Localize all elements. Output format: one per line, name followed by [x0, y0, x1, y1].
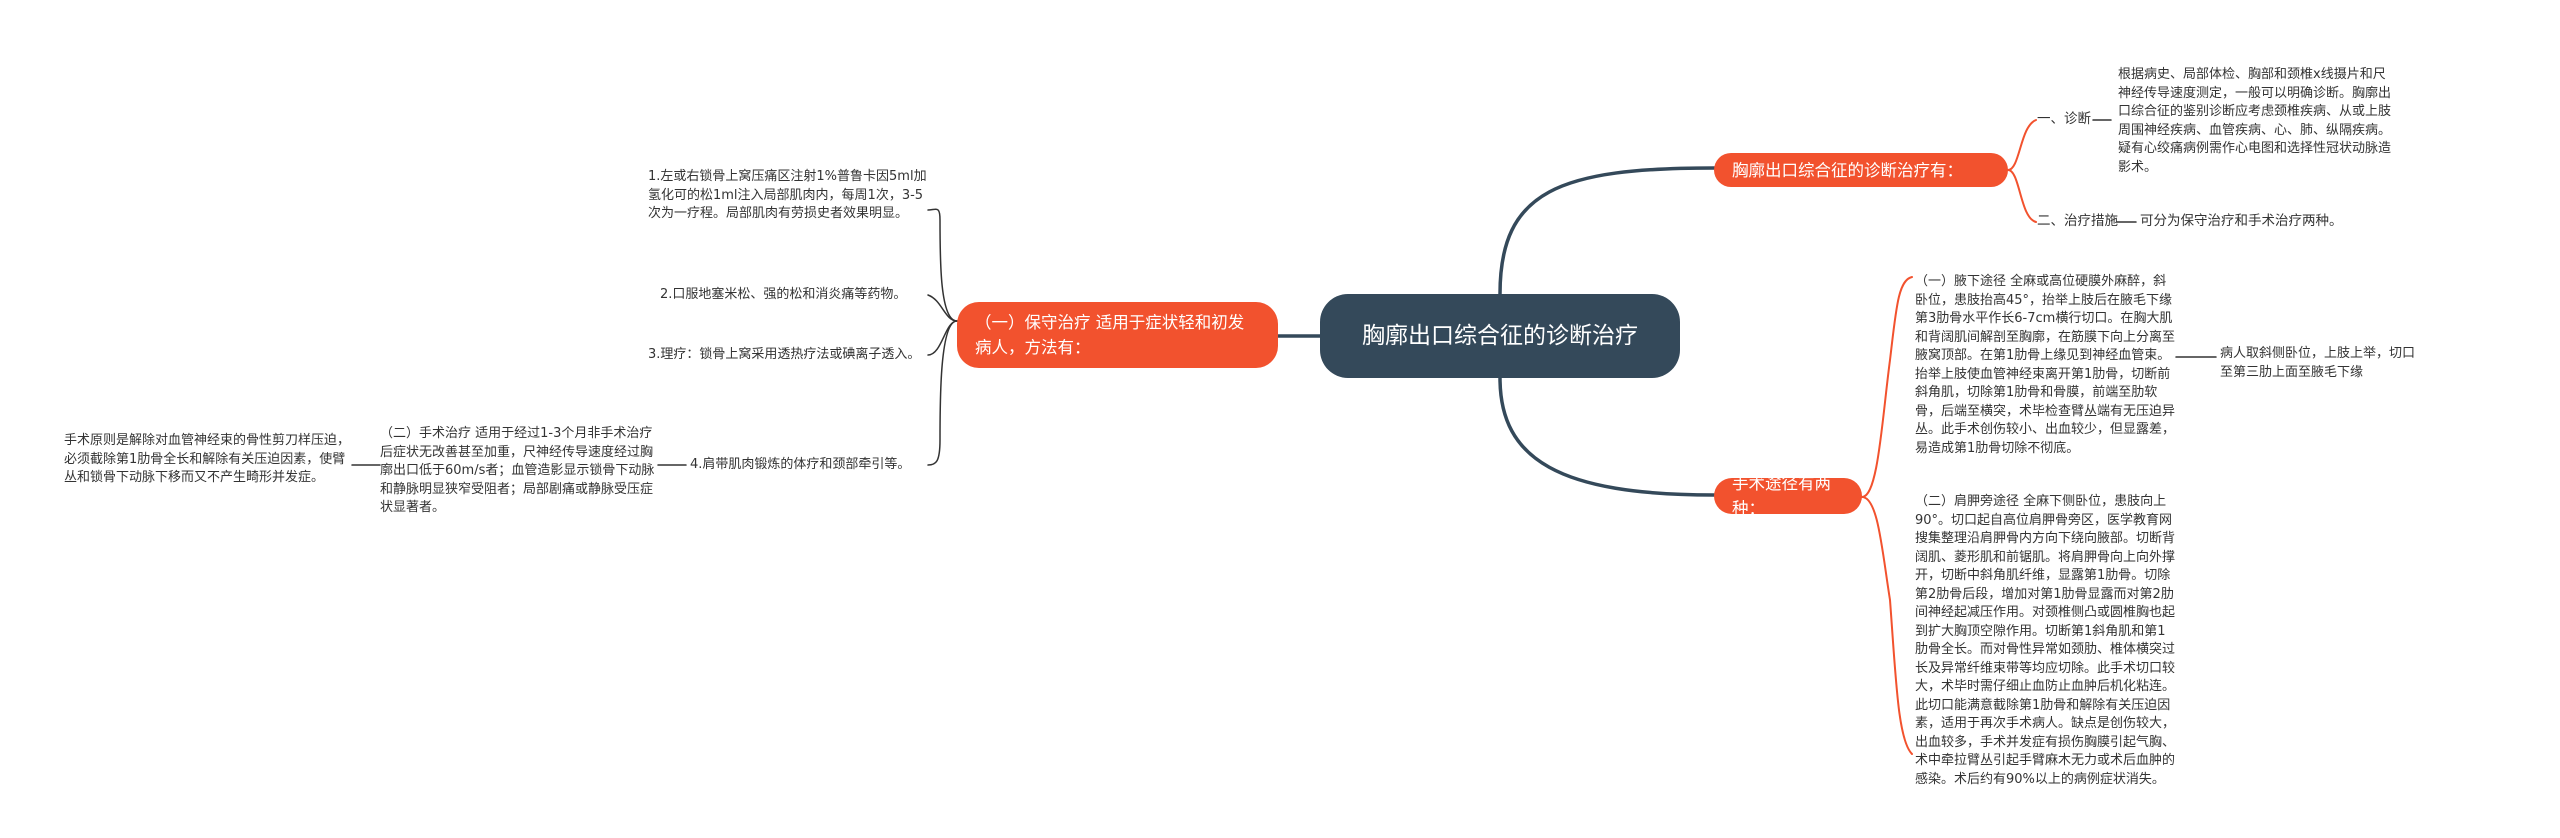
treatment-measures-label[interactable]: 二、治疗措施 — [2037, 213, 2118, 229]
treatment-measures-text: 可分为保守治疗和手术治疗两种。 — [2140, 213, 2343, 229]
branch-conservative[interactable]: （一）保守治疗 适用于症状轻和初发病人，方法有： — [957, 302, 1278, 368]
root-title: 胸廓出口综合征的诊断治疗 — [1362, 323, 1638, 349]
diagnosis-sub-label[interactable]: 一、诊断 — [2037, 111, 2091, 127]
branch-surgery-label: 手术途径有两种： — [1732, 474, 1831, 518]
axillary-approach-text: （一）腋下途径 全麻或高位硬膜外麻醉，斜卧位，患肢抬高45°，抬举上肢后在腋毛下… — [1915, 274, 2176, 456]
branch-diagnosis-label: 胸廓出口综合征的诊断治疗有： — [1732, 160, 1963, 180]
connector-root-diagnosis — [1498, 166, 1716, 296]
root-topic[interactable]: 胸廓出口综合征的诊断治疗 — [1320, 294, 1680, 378]
conservative-item-3: 3.理疗：锁骨上窝采用透热疗法或碘离子透入。 — [648, 347, 921, 362]
branch-conservative-label: （一）保守治疗 适用于症状轻和初发病人，方法有： — [975, 313, 1245, 357]
conservative-item-2: 2.口服地塞米松、强的松和消炎痛等药物。 — [660, 287, 907, 302]
branch-surgery[interactable]: 手术途径有两种： — [1714, 474, 1862, 518]
parascapular-approach-text: （二）肩胛旁途径 全麻下侧卧位，患肢向上90°。切口起自高位肩胛骨旁区，医学教育… — [1915, 494, 2176, 787]
surgical-treatment-text: （二）手术治疗 适用于经过1-3个月非手术治疗后症状无改善甚至加重，尺神经传导速… — [380, 426, 655, 515]
surgical-principle-text: 手术原则是解除对血管神经束的骨性剪刀样压迫，必须截除第1肋骨全长和解除有关压迫因… — [64, 433, 351, 485]
branch-diagnosis[interactable]: 胸廓出口综合征的诊断治疗有： — [1714, 153, 2008, 187]
diagnosis-sub-text: 根据病史、局部体检、胸部和颈椎x线摄片和尺神经传导速度测定，一般可以明确诊断。胸… — [2118, 67, 2392, 175]
conservative-item-1: 1.左或右锁骨上窝压痛区注射1%普鲁卡因5ml加氢化可的松1ml注入局部肌肉内，… — [648, 169, 927, 221]
axillary-approach-note: 病人取斜侧卧位，上肢上举，切口至第三肋上面至腋毛下缘 — [2220, 346, 2416, 380]
connector-root-surgery — [1498, 376, 1716, 497]
conservative-item-4: 4.肩带肌肉锻炼的体疗和颈部牵引等。 — [690, 457, 911, 472]
